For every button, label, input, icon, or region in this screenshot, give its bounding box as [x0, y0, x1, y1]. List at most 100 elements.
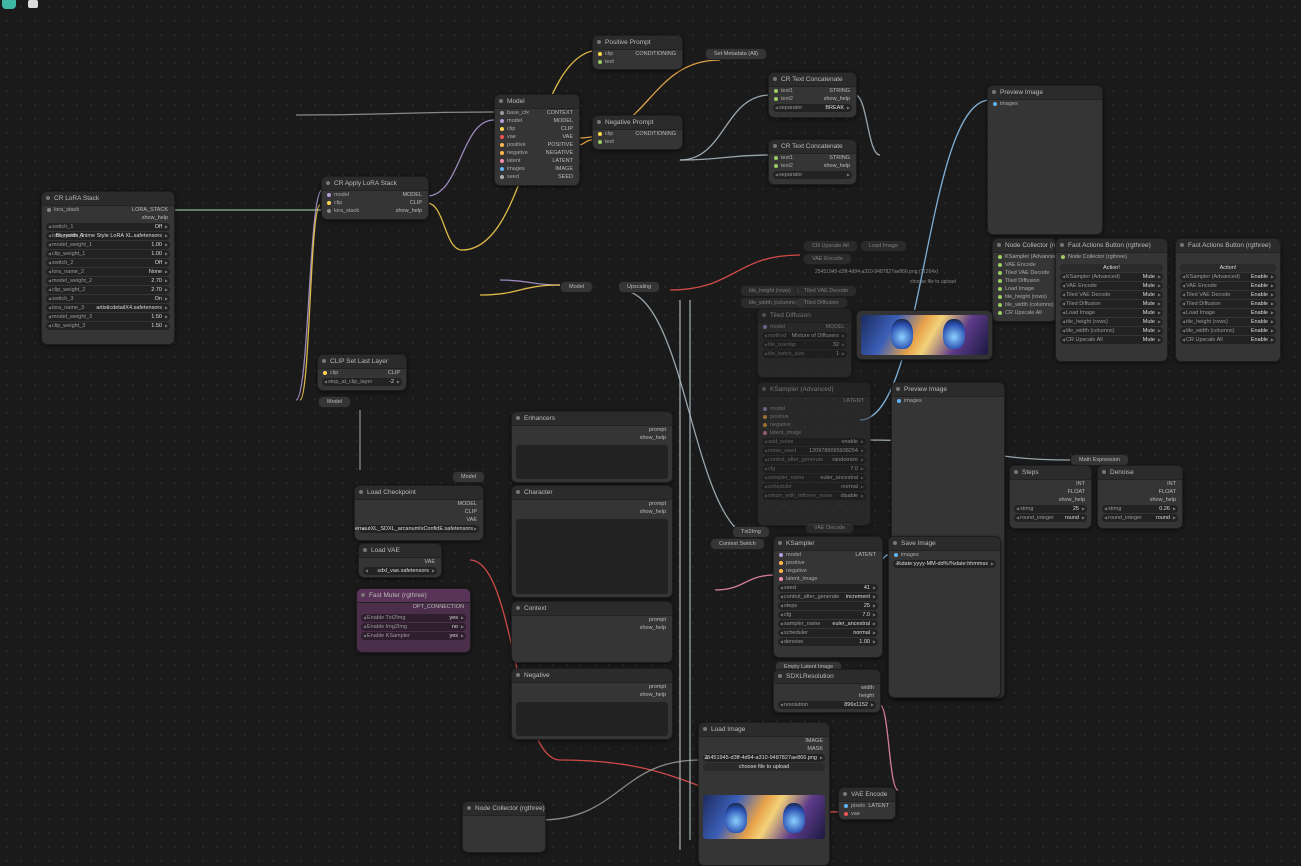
- toolbar-menu-icon[interactable]: [2, 0, 16, 9]
- lora-widget[interactable]: clip_weight_22.70: [46, 286, 170, 294]
- image-filename-widget[interactable]: 25451945-d3ff-4d94-a310-9487827ae866.png: [703, 754, 825, 762]
- filename-prefix-widget[interactable]: %date:yyyy-MM-dd%/%date:hhmmss: [893, 560, 996, 568]
- toolbar-settings-icon[interactable]: [28, 0, 38, 8]
- reroute-model-pill[interactable]: Model: [318, 396, 351, 408]
- stop-at-clip-layer-widget[interactable]: stop_at_clip_layer-2: [322, 378, 402, 386]
- fast-action-row[interactable]: tile_width (columns)Enable: [1180, 327, 1276, 335]
- node-load-vae[interactable]: Load VAE VAE sdxl_vae.safetensors: [358, 543, 442, 578]
- fast-action-row[interactable]: tile_height (rows)Enable: [1180, 318, 1276, 326]
- reroute-model-pill-3[interactable]: Model: [452, 471, 485, 483]
- node-load-image[interactable]: Load Image IMAGE MASK 25451945-d3ff-4d94…: [698, 722, 830, 866]
- lora-widget[interactable]: model_weight_11.00: [46, 241, 170, 249]
- node-txt2img[interactable]: Txt2Img: [732, 526, 770, 538]
- lora-widget[interactable]: switch_3On: [46, 295, 170, 303]
- upload-button[interactable]: choose file to upload: [703, 763, 825, 771]
- node-set-metadata[interactable]: Set Metadata (All): [705, 48, 768, 60]
- node-context[interactable]: Context prompt show_help: [511, 601, 673, 663]
- action-button[interactable]: Action!: [1180, 264, 1276, 272]
- prompt-textarea[interactable]: [516, 519, 668, 594]
- fast-action-row[interactable]: tile_height (rows)Mute: [1060, 318, 1163, 326]
- lora-widget[interactable]: clip_weight_11.00: [46, 250, 170, 258]
- lora-widget[interactable]: model_weight_31.50: [46, 313, 170, 321]
- vae-name-widget[interactable]: sdxl_vae.safetensors: [363, 567, 437, 575]
- node-fast-muter[interactable]: Fast Muter (rgthree) OPT_CONNECTION Enab…: [356, 588, 471, 653]
- prompt-textarea[interactable]: [516, 445, 668, 479]
- node-preview-image-top[interactable]: Preview Image images: [987, 85, 1103, 235]
- lora-widget[interactable]: clip_weight_31.50: [46, 322, 170, 330]
- reroute-upscaling-pill[interactable]: Upscaling: [618, 281, 661, 293]
- node-sdxl-resolution[interactable]: SDXLResolution width height resolution89…: [773, 669, 881, 713]
- fast-action-row[interactable]: KSampler (Advanced)Mute: [1060, 273, 1163, 281]
- fast-action-row[interactable]: tile_width (columns)Mute: [1060, 327, 1163, 335]
- upscale-node-pill[interactable]: Tiled VAE Decode: [795, 285, 858, 297]
- upscale-node-pill[interactable]: tile_height (rows): [740, 285, 800, 297]
- node-context-switch[interactable]: Context Switch: [710, 538, 765, 550]
- node-load-checkpoint[interactable]: Load Checkpoint MODEL CLIP VAE juggernau…: [354, 485, 484, 541]
- node-collector-bottom[interactable]: Node Collector (rgthree): [462, 801, 546, 853]
- node-character[interactable]: Character prompt show_help: [511, 485, 673, 598]
- fast-action-row[interactable]: KSampler (Advanced)Enable: [1180, 273, 1276, 281]
- action-button[interactable]: Action!: [1060, 264, 1163, 272]
- prompt-textarea[interactable]: [516, 702, 668, 736]
- upscale-node-pill[interactable]: Load Image: [860, 240, 908, 252]
- node-fast-actions-enable[interactable]: Fast Actions Button (rgthree) Action! KS…: [1175, 238, 1281, 362]
- node-collector-top[interactable]: Node Collector (rgthree) KSampler (Advan…: [992, 238, 1057, 322]
- node-negative[interactable]: Negative prompt show_help: [511, 668, 673, 740]
- reroute-model-pill-2[interactable]: Model: [560, 281, 593, 293]
- separator-widget[interactable]: separator: [773, 171, 852, 179]
- upscale-node-pill[interactable]: CR Upscale All: [803, 240, 858, 252]
- ckpt-name-widget[interactable]: juggernautXL_SDXL_arcanumIxConfidE.safet…: [355, 525, 479, 533]
- node-enhancers[interactable]: Enhancers prompt show_help: [511, 411, 673, 483]
- upscale-node-pill[interactable]: VAE Encode: [803, 253, 852, 265]
- node-save-image[interactable]: Save Image images %date:yyyy-MM-dd%/%dat…: [888, 536, 1001, 698]
- node-fast-actions-mute[interactable]: Fast Actions Button (rgthree) Node Colle…: [1055, 238, 1168, 362]
